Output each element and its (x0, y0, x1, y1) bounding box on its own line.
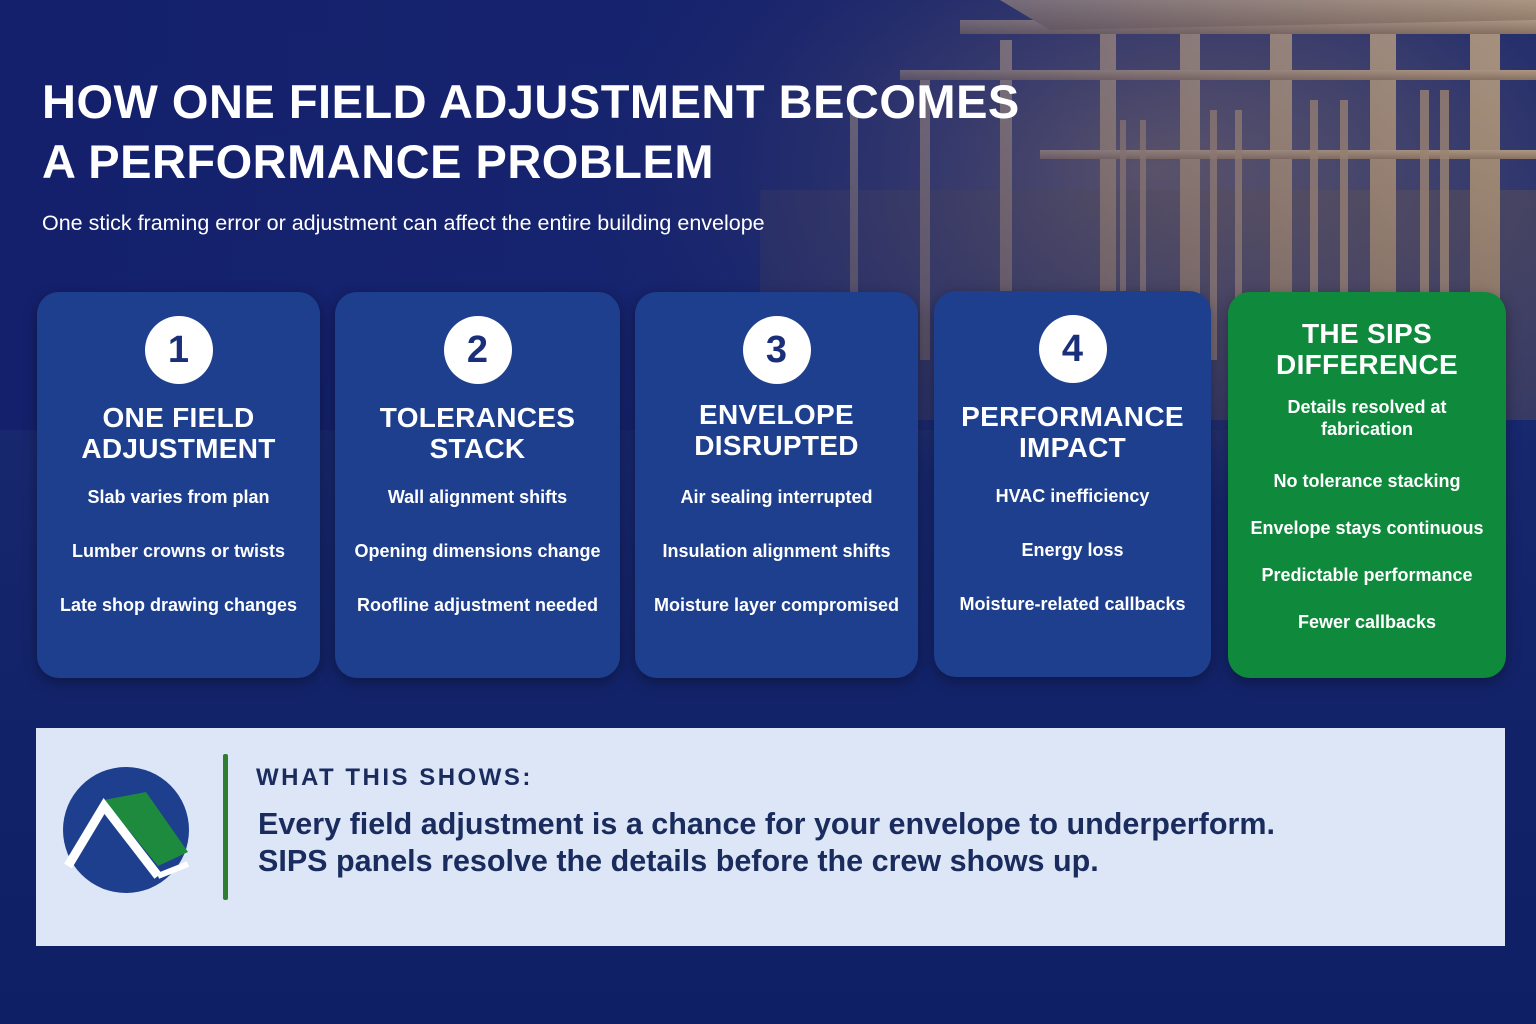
sips-title-line: DIFFERENCE (1276, 349, 1458, 380)
step-title-line: IMPACT (1018, 432, 1127, 463)
vertical-divider (223, 754, 228, 900)
sips-item: Fewer callbacks (1297, 612, 1437, 632)
step-number-badge: 1 (144, 316, 213, 384)
step-title-line: TOLERANCES (379, 402, 576, 433)
sips-title: THE SIPS DIFFERENCE (1228, 318, 1506, 380)
step-title-line: STACK (429, 433, 526, 464)
sips-item: Envelope stays continuous (1250, 518, 1484, 538)
sips-roof-logo-icon (63, 767, 190, 893)
step-item: Moisture layer compromised (653, 595, 900, 615)
sips-item: Predictable performance (1261, 565, 1473, 585)
step-item: Opening dimensions change (354, 541, 601, 561)
sips-items: Details resolved at fabrication No toler… (1228, 396, 1506, 658)
page-title: HOW ONE FIELD ADJUSTMENT BECOMES A PERFO… (42, 72, 1192, 192)
step-number-badge: 2 (443, 316, 512, 384)
step-title-line: ADJUSTMENT (81, 433, 276, 464)
page-subtitle: One stick framing error or adjustment ca… (42, 211, 765, 235)
step-number-badge: 3 (742, 316, 811, 384)
step-title: PERFORMANCE IMPACT (934, 401, 1211, 463)
sips-item: No tolerance stacking (1273, 471, 1461, 491)
summary-message-line: Every field adjustment is a chance for y… (258, 807, 1275, 841)
step-item: HVAC inefficiency (995, 486, 1150, 506)
step-item: Energy loss (1021, 540, 1124, 560)
step-item: Slab varies from plan (87, 487, 270, 507)
step-number-badge: 4 (1038, 315, 1107, 383)
step-item: Lumber crowns or twists (71, 541, 286, 561)
step-title-line: DISRUPTED (694, 430, 859, 461)
step-items: Wall alignment shifts Opening dimensions… (335, 486, 620, 648)
step-card-4: 4 PERFORMANCE IMPACT HVAC inefficiency E… (934, 291, 1211, 677)
summary-label: WHAT THIS SHOWS: (256, 764, 533, 791)
summary-message-line: SIPS panels resolve the details before t… (258, 844, 1099, 878)
sips-title-line: THE SIPS (1302, 318, 1432, 349)
step-card-1: 1 ONE FIELD ADJUSTMENT Slab varies from … (37, 292, 320, 678)
step-item: Roofline adjustment needed (356, 595, 599, 615)
step-item: Late shop drawing changes (59, 595, 298, 615)
step-title: ONE FIELD ADJUSTMENT (37, 402, 320, 464)
step-title-line: PERFORMANCE (961, 401, 1184, 432)
sips-item: Details resolved at fabrication (1287, 397, 1447, 439)
summary-panel: WHAT THIS SHOWS: Every field adjustment … (36, 728, 1505, 946)
summary-message: Every field adjustment is a chance for y… (258, 806, 1478, 880)
step-item: Moisture-related callbacks (959, 594, 1186, 614)
step-title-line: ONE FIELD (102, 402, 255, 433)
step-title: TOLERANCES STACK (335, 402, 620, 464)
step-title: ENVELOPE DISRUPTED (635, 399, 918, 461)
step-item: Wall alignment shifts (387, 487, 568, 507)
step-item: Insulation alignment shifts (662, 541, 891, 561)
step-card-2: 2 TOLERANCES STACK Wall alignment shifts… (335, 292, 620, 678)
step-items: Slab varies from plan Lumber crowns or t… (37, 486, 320, 648)
step-items: HVAC inefficiency Energy loss Moisture-r… (934, 485, 1211, 647)
step-card-3: 3 ENVELOPE DISRUPTED Air sealing interru… (635, 292, 918, 678)
step-items: Air sealing interrupted Insulation align… (635, 486, 918, 648)
page-title-line: A PERFORMANCE PROBLEM (42, 135, 714, 188)
sips-difference-card: THE SIPS DIFFERENCE Details resolved at … (1228, 292, 1506, 678)
step-item: Air sealing interrupted (680, 487, 873, 507)
step-title-line: ENVELOPE (699, 399, 854, 430)
page-title-line: HOW ONE FIELD ADJUSTMENT BECOMES (42, 75, 1020, 128)
